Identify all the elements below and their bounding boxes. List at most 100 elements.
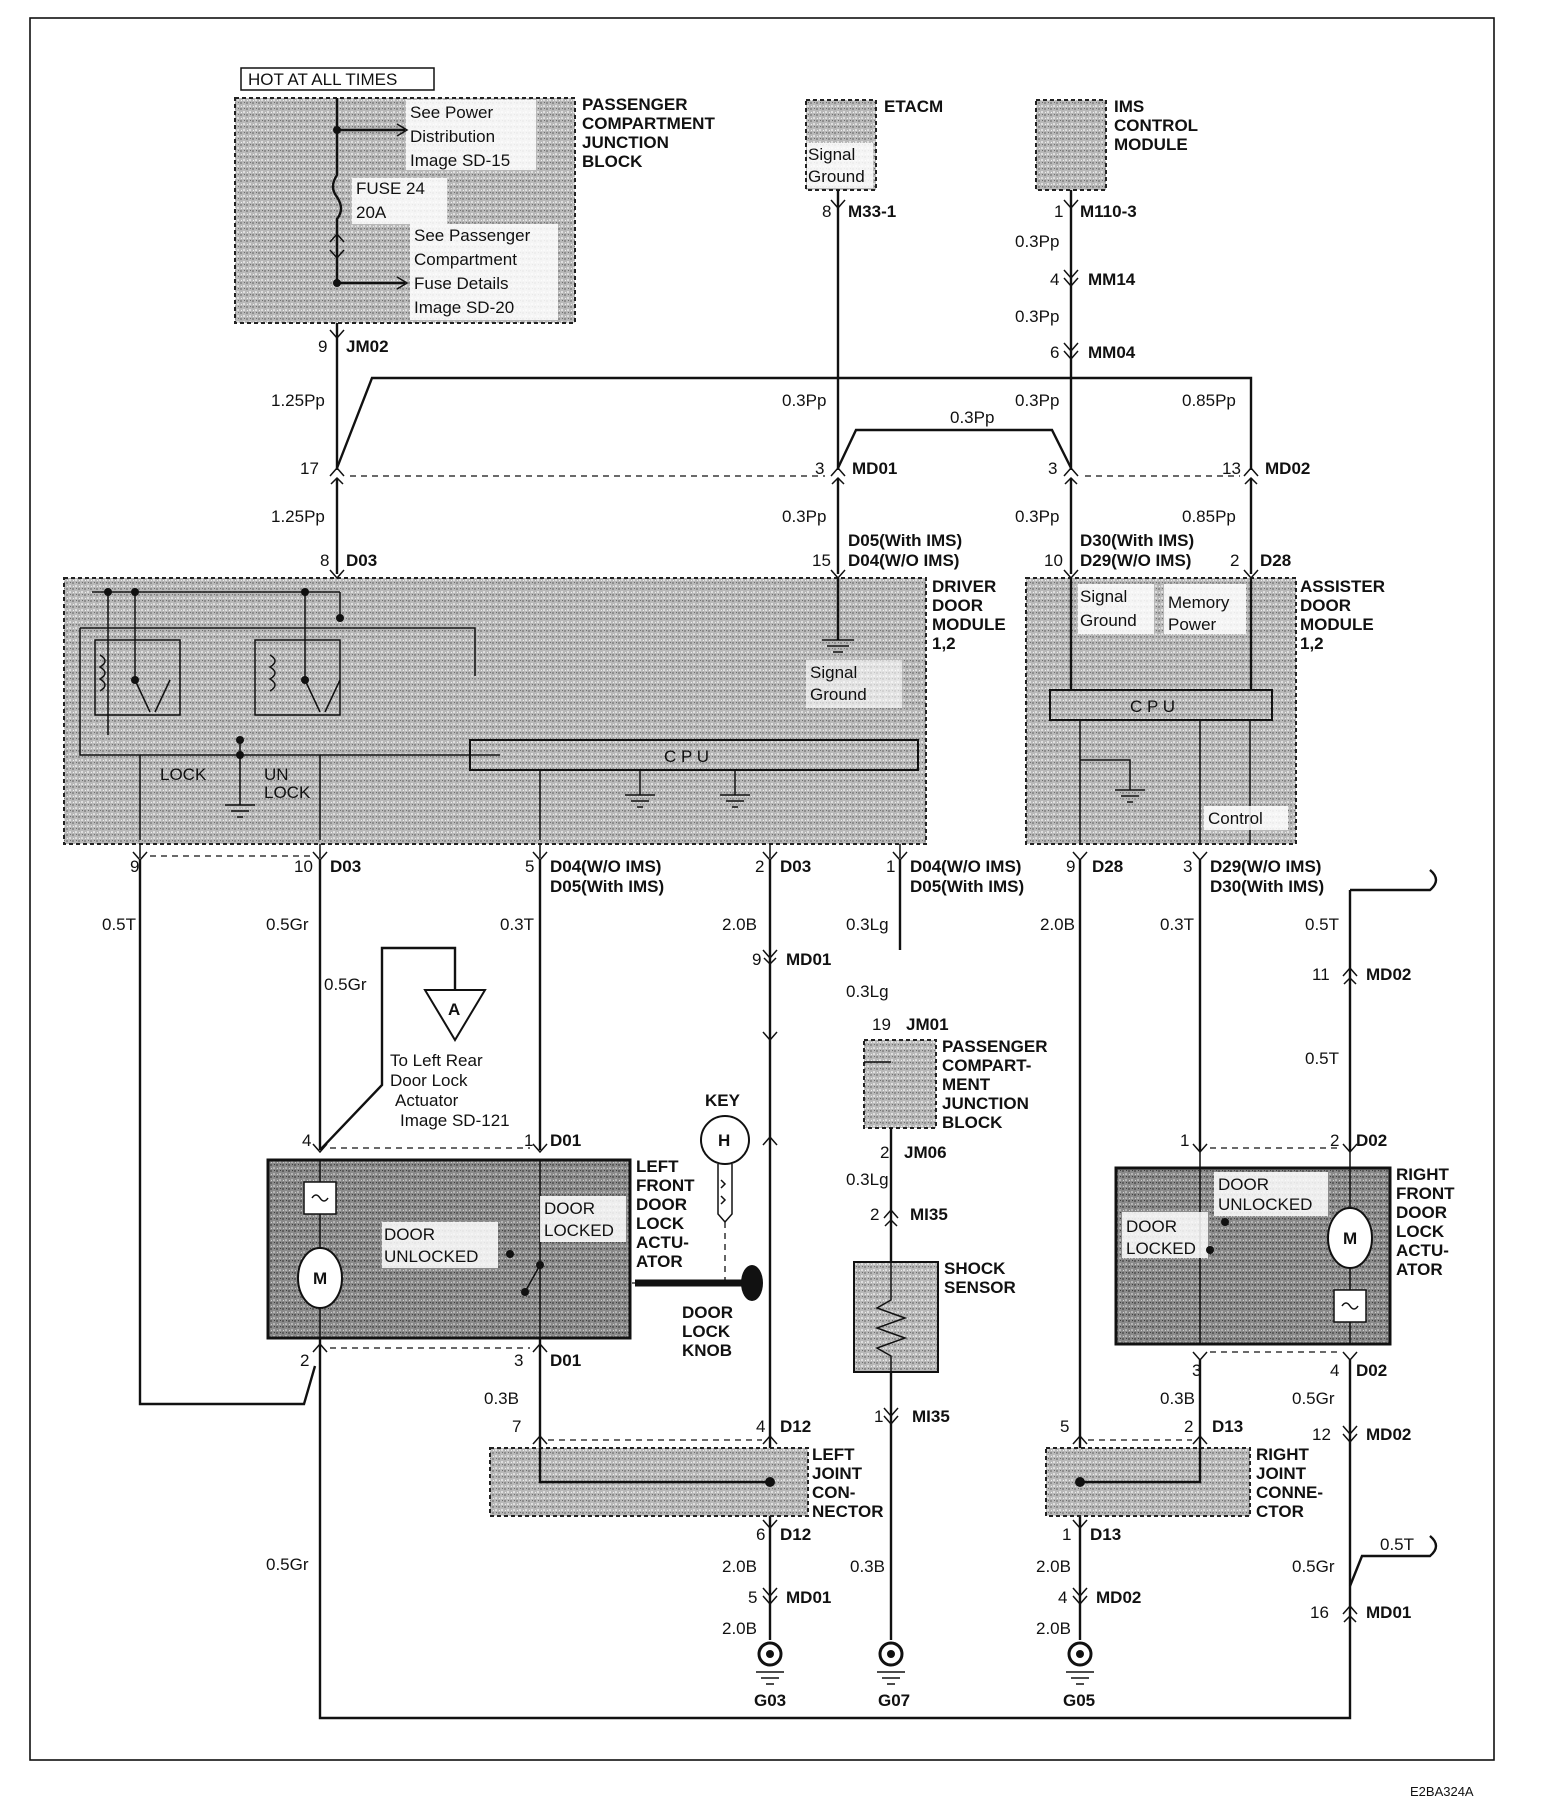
left-door-locked: DOOR LOCKED xyxy=(544,1199,614,1240)
shock-sensor xyxy=(853,1261,939,1373)
power-bus xyxy=(335,376,1253,470)
wire-0-85pp-b: 0.85Pp xyxy=(1182,507,1236,526)
key-letter: H xyxy=(718,1131,730,1150)
left-joint-title: LEFT JOINT CON- NECTOR xyxy=(812,1445,883,1521)
wire-mid-10: 0.5Gr xyxy=(266,915,309,934)
d04-pin-5: 5 xyxy=(525,857,534,876)
wire-mid-1: 0.3Lg xyxy=(846,915,889,934)
ground-g03 xyxy=(756,1641,784,1685)
d13-connector-bot: D13 xyxy=(1090,1525,1121,1544)
d05-connector-pin1: D05(With IMS) xyxy=(910,877,1024,896)
key-title: KEY xyxy=(705,1091,741,1110)
assister-module-title: ASSISTER DOOR MODULE 1,2 xyxy=(1300,577,1390,653)
left-md01-pin5: 5 xyxy=(748,1588,757,1607)
d29-pin-3: 3 xyxy=(1183,857,1192,876)
jm06-connector: JM06 xyxy=(904,1143,947,1162)
shock-sensor-title: SHOCK SENSOR xyxy=(944,1259,1016,1297)
wire-rear: 0.5Gr xyxy=(324,975,367,994)
wire-left-lower: 0.5Gr xyxy=(266,1555,309,1574)
right-actuator-motor: M xyxy=(1327,1207,1373,1323)
jm01-pin: 19 xyxy=(872,1015,891,1034)
d03-pin-2: 2 xyxy=(755,857,764,876)
rear-ref-text: To Left Rear Door Lock Actuator Image SD… xyxy=(390,1051,510,1130)
d02-connector-bot: D02 xyxy=(1356,1361,1387,1380)
right-act-pin1: 1 xyxy=(1180,1131,1189,1150)
right-joint-wire-in: 0.3B xyxy=(1160,1389,1195,1408)
wire-ims: 0.3Pp xyxy=(1015,391,1059,410)
g07-label: G07 xyxy=(878,1691,910,1710)
d29-connector-top: D29(W/O IMS) xyxy=(1080,551,1191,570)
wire-etacm: 0.3Pp xyxy=(782,391,826,410)
g03-label: G03 xyxy=(754,1691,786,1710)
wire-return-loop xyxy=(318,1338,1352,1720)
d03-connector-bot: D03 xyxy=(330,857,361,876)
md01-connector-mid: MD01 xyxy=(786,950,831,969)
right-door-locked: DOOR LOCKED xyxy=(1126,1217,1196,1258)
d01-connector-bot: D01 xyxy=(550,1351,581,1370)
md01-connector: MD01 xyxy=(852,459,897,478)
d12-connector-bot: D12 xyxy=(780,1525,811,1544)
d02-connector-top: D02 xyxy=(1356,1131,1387,1150)
ims-wire-1: 0.3Pp xyxy=(1015,232,1059,251)
hot-label: HOT AT ALL TIMES xyxy=(248,70,397,89)
right-act-pin4: 4 xyxy=(1330,1361,1339,1380)
jm06-pin: 2 xyxy=(880,1143,889,1162)
fuse-24-symbol xyxy=(331,98,405,285)
d13-connector-top: D13 xyxy=(1212,1417,1243,1436)
wire-etacm-b: 0.3Pp xyxy=(782,507,826,526)
wire-right-2: 0.5T xyxy=(1305,1049,1339,1068)
driver-cpu xyxy=(469,739,919,771)
wire-mid-2: 2.0B xyxy=(722,915,757,934)
knob-title: DOOR LOCK KNOB xyxy=(682,1303,738,1360)
hot-at-all-times-label: HOT AT ALL TIMES xyxy=(240,67,435,91)
wire-d29: 0.3T xyxy=(1160,915,1194,934)
pcjb-top-title: PASSENGER COMPARTMENT JUNCTION BLOCK xyxy=(582,95,720,171)
assister-signal-ground: Signal Ground xyxy=(1080,587,1137,630)
driver-cpu-label: C P U xyxy=(664,747,709,766)
jm02-connector: JM02 xyxy=(346,337,389,356)
wire-0-5t-right xyxy=(1348,869,1438,1150)
md01-pin-3: 3 xyxy=(815,459,824,478)
ims-box xyxy=(1035,99,1107,191)
ground-g05 xyxy=(1066,1641,1094,1685)
d03-connector-top: D03 xyxy=(346,551,377,570)
key-symbol xyxy=(700,1115,750,1165)
wire-rear-door xyxy=(319,946,457,1151)
wire-0-85pp: 0.85Pp xyxy=(1182,391,1236,410)
d03-connector-pin2: D03 xyxy=(780,857,811,876)
right-act-pin3: 3 xyxy=(1192,1361,1201,1380)
g05-label: G05 xyxy=(1063,1691,1095,1710)
d29-connector-bot: D29(W/O IMS) xyxy=(1210,857,1321,876)
mm14-connector: MM14 xyxy=(1088,270,1136,289)
mi35-pin-1: 1 xyxy=(874,1407,883,1426)
md01-connector-low: MD01 xyxy=(1366,1603,1411,1622)
right-joint-pin1: 1 xyxy=(1062,1525,1071,1544)
driver-door-module xyxy=(63,577,927,845)
jm01-connector: JM01 xyxy=(906,1015,949,1034)
md02-connector: MD02 xyxy=(1265,459,1310,478)
jm02-pin: 9 xyxy=(318,337,327,356)
rear-ref-triangle xyxy=(423,989,487,1042)
door-lock-knob xyxy=(741,1265,763,1301)
diagram-code: E2BA324A xyxy=(1410,1784,1474,1799)
wire-right: 0.5T xyxy=(1305,915,1339,934)
ims-wire-2: 0.3Pp xyxy=(1015,307,1059,326)
d04-connector-pin5: D04(W/O IMS) xyxy=(550,857,661,876)
mm04-connector: MM04 xyxy=(1088,343,1136,362)
mm04-pin: 6 xyxy=(1050,343,1059,362)
mi35-connector-bot: MI35 xyxy=(912,1407,950,1426)
assister-memory-power: Memory Power xyxy=(1168,593,1234,634)
left-joint-pin4: 4 xyxy=(756,1417,765,1436)
d05-connector-top: D05(With IMS) xyxy=(848,531,962,550)
md02-pin-12: 12 xyxy=(1312,1425,1331,1444)
etacm-connector: M33-1 xyxy=(848,202,896,221)
wire-1-25pp: 1.25Pp xyxy=(271,391,325,410)
d03-pin-10: 10 xyxy=(294,857,313,876)
pcjb-mid-title: PASSENGER COMPART- MENT JUNCTION BLOCK xyxy=(942,1037,1052,1132)
wire-shock-0-3b: 0.3B xyxy=(850,1557,885,1576)
d04-connector-top: D04(W/O IMS) xyxy=(848,551,959,570)
d28-connector-bot: D28 xyxy=(1092,857,1123,876)
right-lower-wire-gr: 0.5Gr xyxy=(1292,1389,1335,1408)
wire-mid-lg: 0.3Lg xyxy=(846,1170,889,1189)
